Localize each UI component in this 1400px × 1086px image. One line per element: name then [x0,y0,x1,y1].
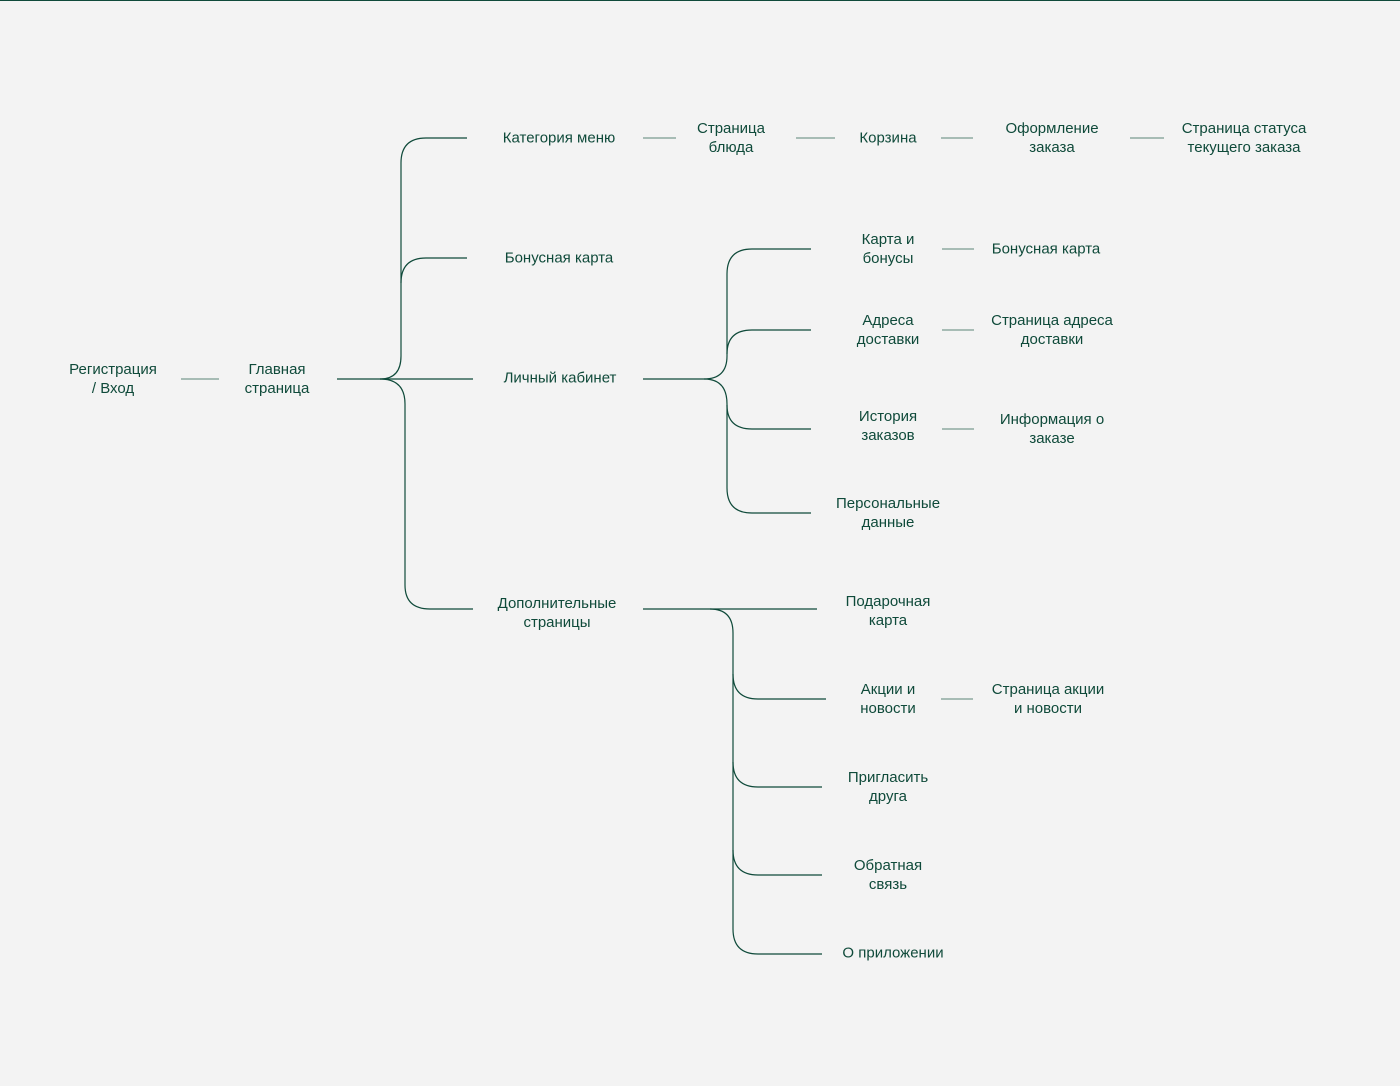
node-account[interactable]: Личный кабинет [503,369,617,387]
node-bonus-card[interactable]: Бонусная карта [504,249,614,267]
node-about[interactable]: О приложении [842,944,944,962]
node-cart[interactable]: Корзина [859,129,917,147]
node-menu-category[interactable]: Категория меню [502,129,616,147]
node-login[interactable]: Регистрация/ Вход [69,361,157,397]
connectors [181,137,1164,700]
branches [337,137,826,955]
node-card-bonuses-child[interactable]: Бонусная карта [991,240,1101,258]
